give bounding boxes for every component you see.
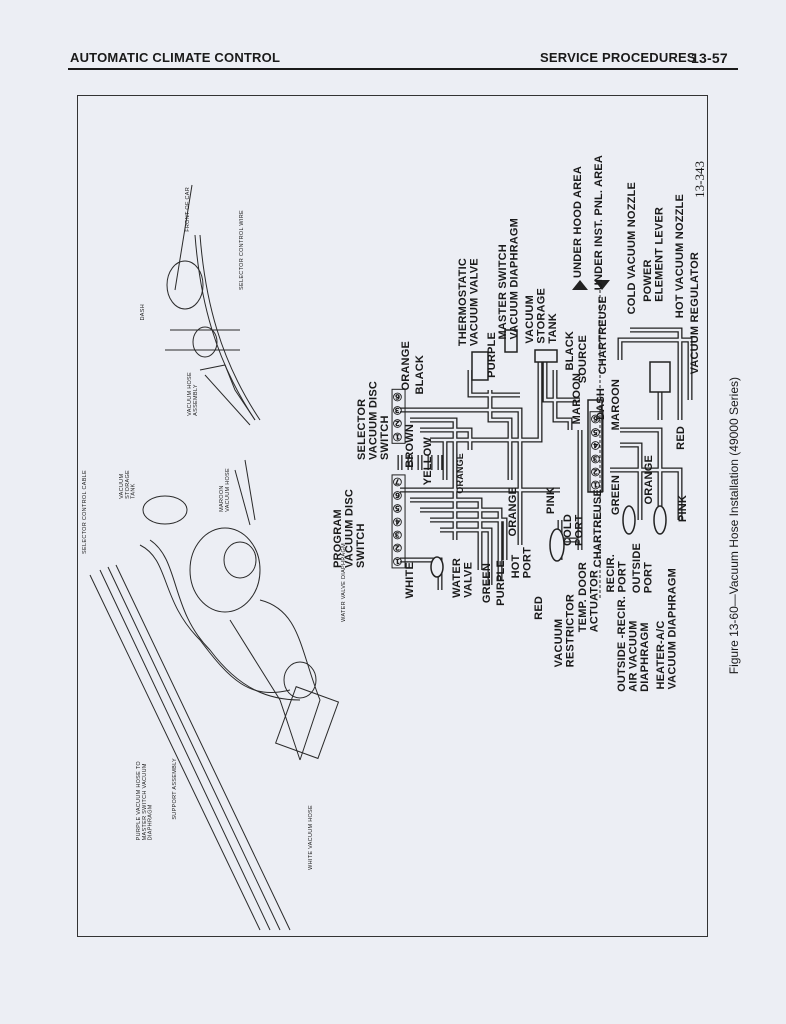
- label-heater-ac-diaphragm: HEATER-A/C VACUUM DIAPHRAGM: [655, 568, 679, 690]
- front-of-car-arrow: [174, 184, 193, 291]
- label-black: BLACK: [564, 330, 576, 371]
- label-orange: ORANGE: [400, 340, 412, 390]
- label-white-vacuum-hose: WHITE VACUUM HOSE: [308, 805, 314, 870]
- label-chartreuse: CHARTREUSE: [597, 295, 609, 374]
- label-vacuum-hose-assembly: VACUUM HOSE ASSEMBLY: [187, 372, 199, 416]
- label-dash: DASH: [595, 388, 607, 420]
- label-power-element-lever: POWER ELEMENT LEVER: [642, 207, 666, 302]
- label-pink: PINK: [545, 486, 557, 514]
- vacuum-regulator-symbol: [649, 361, 671, 393]
- label-selector-switch: SELECTOR VACUUM DISC SWITCH: [356, 381, 392, 460]
- label-orange: ORANGE: [455, 453, 465, 494]
- section-title: AUTOMATIC CLIMATE CONTROL: [70, 50, 281, 65]
- figure-frame: [77, 95, 708, 937]
- label-vacuum-storage-tank: VACUUM STORAGE TANK: [119, 470, 137, 499]
- label-yellow: YELLOW: [422, 436, 434, 485]
- dash-connector-ports: ①②③④⑤⑥: [590, 410, 604, 492]
- drawing-number: 13-343: [692, 161, 707, 198]
- label-master-switch: MASTER SWITCH VACUUM DIAPHRAGM: [497, 218, 521, 340]
- label-cold-vacuum-nozzle: COLD VACUUM NOZZLE: [626, 181, 638, 314]
- selector-switch-sketch: [166, 260, 204, 310]
- label-pink: PINK: [677, 494, 689, 522]
- label-vacuum-regulator: VACUUM REGULATOR: [689, 251, 701, 374]
- label-white: WHITE: [404, 561, 416, 598]
- label-outside-recir-diaphragm: OUTSIDE -RECIR. AIR VACUUM DIAPHRAGM: [616, 596, 652, 692]
- label-water-valve: WATER VALVE: [451, 558, 475, 598]
- program-switch-ports: ①②③④⑤⑥⑦: [392, 473, 406, 568]
- label-source: SOURCE: [577, 334, 589, 383]
- label-temp-door-actuator: TEMP. DOOR ACTUATOR: [577, 561, 601, 632]
- storage-tank-symbol: [534, 349, 558, 363]
- label-purple: PURPLE: [495, 560, 507, 606]
- label-orange: ORANGE: [643, 454, 655, 504]
- label-under-inst-pnl-area: UNDER INST. PNL. AREA: [593, 154, 605, 290]
- heater-ac-diaphragm-symbol: [653, 505, 667, 535]
- temp-door-actuator-symbol: [549, 528, 565, 562]
- label-maroon: MAROON: [610, 378, 622, 430]
- under-hood-arrow-icon: [572, 280, 588, 290]
- thermostatic-valve-symbol: [471, 351, 489, 381]
- label-cold-port: COLD PORT: [562, 514, 586, 546]
- recir-diaphragm-symbol: [622, 505, 636, 535]
- figure-caption: Figure 13-60—Vacuum Hose Installation (4…: [727, 376, 741, 674]
- water-valve-symbol: [430, 556, 444, 578]
- master-switch-symbol: [504, 329, 518, 353]
- water-valve-sketch: [283, 661, 317, 699]
- label-black: BLACK: [414, 354, 426, 395]
- label-front-of-car: FRONT OF CAR: [185, 187, 191, 232]
- under-inst-pnl-arrow-icon: [594, 280, 610, 290]
- label-maroon-vacuum-hose: MAROON VACUUM HOSE: [219, 468, 231, 512]
- label-vacuum-restrictor: VACUUM RESTRICTOR: [553, 593, 577, 667]
- page-number: 13-57: [691, 50, 728, 66]
- label-support-assembly: SUPPORT ASSEMBLY: [172, 758, 178, 820]
- header-rule: [68, 68, 738, 70]
- label-selector-control-wire: SELECTOR CONTROL WIRE: [239, 210, 245, 290]
- label-chartreuse: CHARTREUSE: [592, 488, 604, 567]
- label-selector-control-cable: SELECTOR CONTROL CABLE: [82, 470, 88, 554]
- vacuum-tank-sketch: [142, 495, 188, 525]
- label-outside-port: OUTSIDE PORT: [631, 542, 655, 593]
- label-thermostatic-valve: THERMOSTATIC VACUUM VALVE: [457, 257, 481, 346]
- dash-connector: [587, 399, 603, 493]
- label-recir-port: RECIR. PORT: [605, 553, 629, 592]
- label-red: RED: [675, 426, 687, 450]
- label-vacuum-storage-tank: VACUUM STORAGE TANK: [524, 288, 560, 344]
- label-green: GREEN: [481, 562, 493, 603]
- label-red: RED: [533, 596, 545, 620]
- label-hot-port: HOT PORT: [510, 546, 534, 578]
- label-program-switch: PROGRAM VACUUM DISC SWITCH: [332, 489, 368, 568]
- air-cleaner-sketch: [189, 527, 261, 613]
- label-orange: ORANGE: [507, 486, 519, 536]
- label-green: GREEN: [610, 474, 622, 515]
- label-brown: BROWN: [404, 424, 416, 468]
- label-hot-vacuum-nozzle: HOT VACUUM NOZZLE: [674, 193, 686, 318]
- subsection-title: SERVICE PROCEDURES: [540, 50, 696, 65]
- label-dash: DASH: [140, 303, 146, 320]
- label-under-hood-area: UNDER HOOD AREA: [572, 166, 584, 278]
- label-purple-hose: PURPLE VACUUM HOSE TO MASTER SWITCH VACU…: [136, 760, 154, 840]
